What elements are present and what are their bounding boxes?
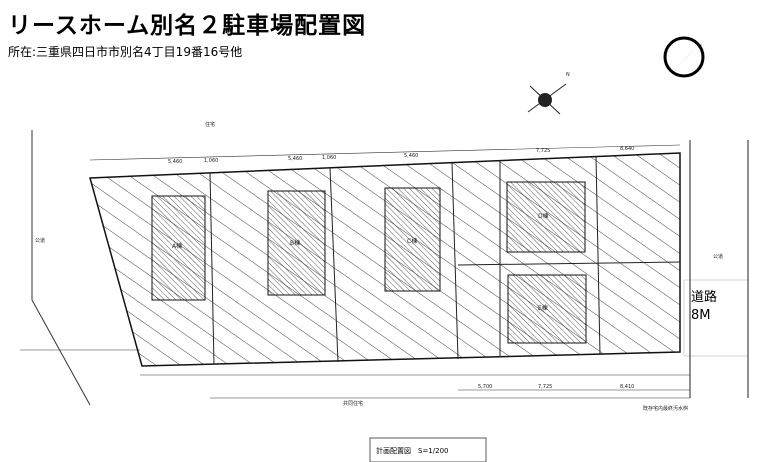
page-title: リースホーム別名２駐車場配置図	[8, 13, 367, 39]
address-text: 所在:三重県四日市市別名4丁目19番16号他	[8, 45, 243, 59]
svg-text:N: N	[566, 72, 570, 78]
scale-label: 計画配置図 S=1/200	[376, 447, 449, 455]
svg-text:N: N	[698, 44, 702, 50]
bottom-note-label: 既存宅内最終汚水桝	[643, 405, 688, 412]
svg-text:8,410: 8,410	[620, 384, 634, 390]
lot-label-e: E棟	[538, 304, 548, 312]
road-area	[683, 279, 749, 357]
lot-label-c: C棟	[407, 237, 417, 245]
left-road-label: 公道	[35, 237, 45, 244]
compass-icon: N	[663, 36, 705, 78]
top-dimensions: 5,460 1,060 5,460 1,060 5,460 7,725 8,64…	[89, 144, 681, 165]
right-road-label: 公道	[713, 253, 723, 260]
lot-label-a: A棟	[172, 242, 182, 250]
lot-label-b: B棟	[290, 239, 300, 247]
svg-text:8,640: 8,640	[620, 146, 634, 152]
road-name-label: 道路	[691, 290, 718, 305]
svg-text:5,460: 5,460	[288, 156, 302, 162]
svg-text:1,060: 1,060	[322, 155, 336, 161]
lot-dividers	[209, 156, 681, 365]
svg-text:5,460: 5,460	[168, 159, 182, 165]
building-pads	[151, 181, 587, 344]
svg-text:5,460: 5,460	[404, 153, 418, 159]
lot-label-d: D棟	[538, 212, 549, 220]
scale-box	[369, 437, 487, 462]
svg-text:1,060: 1,060	[204, 158, 218, 164]
road-width-label: 8M	[691, 308, 711, 323]
bottom-dimensions: 5,700 7,725 8,410	[458, 384, 690, 391]
svg-text:7,725: 7,725	[538, 384, 552, 390]
svg-text:5,700: 5,700	[478, 384, 492, 390]
bottom-neighbor-label: 共同住宅	[343, 400, 363, 407]
north-symbol-icon: N	[527, 72, 570, 115]
top-neighbor-label: 住宅	[205, 121, 215, 128]
svg-text:7,725: 7,725	[536, 148, 550, 154]
